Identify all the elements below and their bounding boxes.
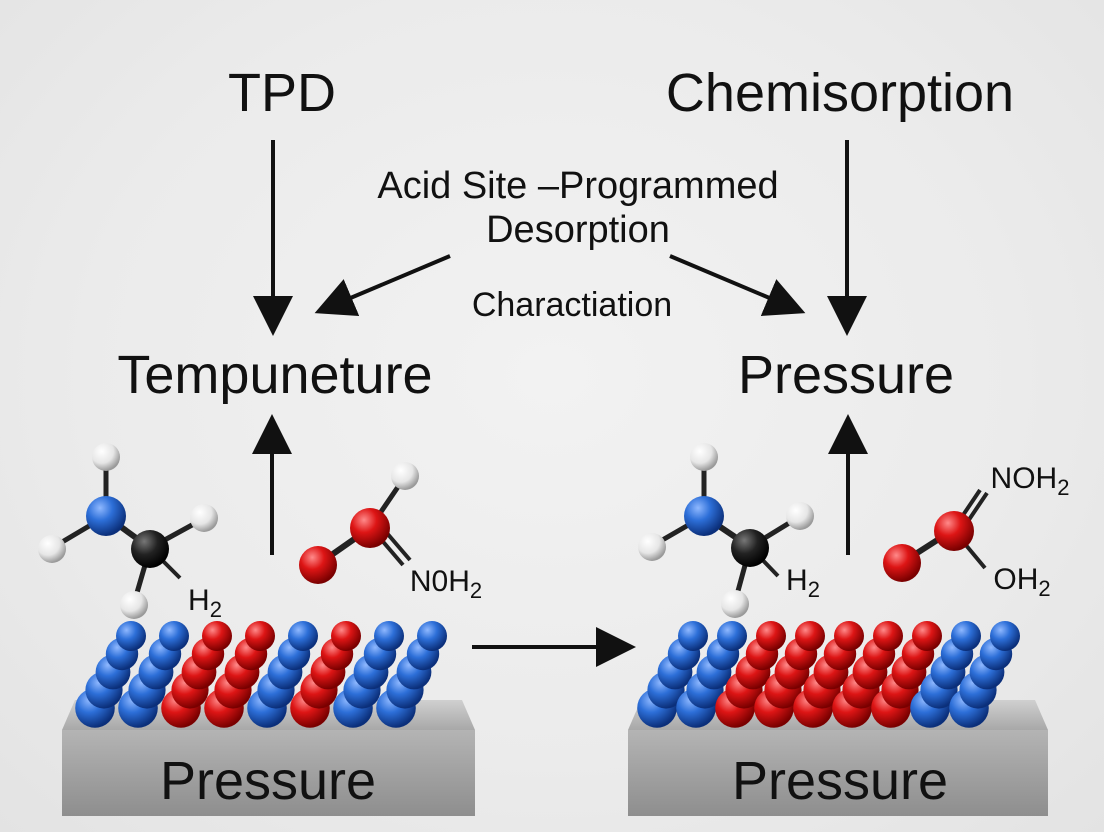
right-block-label: Pressure <box>731 751 949 811</box>
surface-blue-atom <box>990 621 1020 651</box>
nitrogen-atom <box>684 496 724 536</box>
right-h2-molecule <box>638 443 814 618</box>
right-noh2-text: NOH <box>990 462 1058 495</box>
surface-blue-atom <box>116 621 146 651</box>
right-noh2-molecule <box>883 488 989 582</box>
left-noh2-sub: 2 <box>469 578 483 603</box>
center-to-temperature-arrow <box>314 254 451 316</box>
surface-red-atom <box>331 621 361 651</box>
hydrogen-atom <box>786 502 814 530</box>
surface-red-atom <box>873 621 903 651</box>
right-oh2-label: OH2 <box>993 565 1050 600</box>
hydrogen-atom <box>391 462 419 490</box>
right-oh2-sub: 2 <box>1038 576 1051 601</box>
right-surface-atoms <box>637 621 1020 728</box>
temperature-label: Tempuneture <box>117 345 433 405</box>
hydrogen-atom <box>190 504 218 532</box>
surface-red-atom <box>245 621 275 651</box>
center-to-pressure-arrow <box>669 254 806 316</box>
left-h2-text: H <box>188 584 210 617</box>
surface-red-atom <box>912 621 942 651</box>
surface-blue-atom <box>159 621 189 651</box>
chemisorption-label: Chemisorption <box>665 63 1015 123</box>
surface-blue-atom <box>374 621 404 651</box>
carbon-atom <box>731 529 769 567</box>
hydrogen-atom <box>92 443 120 471</box>
nitrogen-atom <box>86 496 126 536</box>
right-noh2-sub: 2 <box>1057 475 1070 500</box>
left-h2-sub: 2 <box>209 597 222 622</box>
oxygen-atom <box>350 508 390 548</box>
surface-blue-atom <box>717 621 747 651</box>
right-noh2-label: NOH2 <box>991 464 1070 499</box>
surface-red-atom <box>202 621 232 651</box>
hydrogen-atom <box>721 590 749 618</box>
hydrogen-atom <box>120 591 148 619</box>
right-h2-sub: 2 <box>807 577 820 602</box>
left-h2-label: H2 <box>188 586 222 621</box>
pressure-top-label: Pressure <box>737 345 955 405</box>
carbon-atom <box>131 530 169 568</box>
right-h2-label: H2 <box>786 566 820 601</box>
hydrogen-atom <box>38 535 66 563</box>
left-block-label: Pressure <box>159 751 377 811</box>
hydrogen-atom <box>638 533 666 561</box>
surface-blue-atom <box>951 621 981 651</box>
surface-blue-atom <box>417 621 447 651</box>
oxygen-atom <box>934 511 974 551</box>
left-noh2-molecule <box>299 462 419 584</box>
surface-red-atom <box>795 621 825 651</box>
left-noh2-text: N0H <box>409 565 470 598</box>
center-title: Acid Site –Programmed Desorption <box>377 164 778 252</box>
characterization-label: Charactiation <box>471 286 673 324</box>
center-title-line2: Desorption <box>486 209 670 251</box>
left-noh2-label: N0H2 <box>410 567 482 602</box>
surface-red-atom <box>756 621 786 651</box>
center-title-line1: Acid Site –Programmed <box>377 165 779 207</box>
tpd-label: TPD <box>228 63 336 123</box>
right-oh2-text: OH <box>993 563 1039 596</box>
left-surface-atoms <box>75 621 447 728</box>
hydrogen-atom <box>690 443 718 471</box>
right-h2-text: H <box>786 564 808 597</box>
oxygen-atom <box>299 546 337 584</box>
surface-blue-atom <box>288 621 318 651</box>
left-h2-molecule <box>38 443 218 619</box>
surface-blue-atom <box>678 621 708 651</box>
oxygen-atom <box>883 544 921 582</box>
surface-red-atom <box>834 621 864 651</box>
